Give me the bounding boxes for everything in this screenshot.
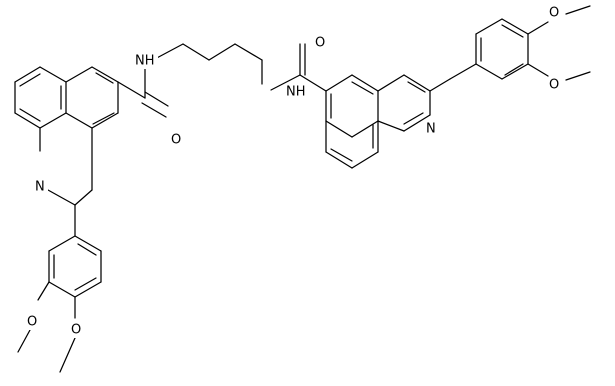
atom-o-methoxy-right-2: O <box>548 77 562 93</box>
left-aryl-connection <box>39 127 93 237</box>
atom-n-quinoline-right: N <box>425 121 439 137</box>
nh-right-label: NH <box>286 85 306 100</box>
o-methoxy-right-2-label: O <box>549 78 559 93</box>
n-quinoline-right-label: N <box>426 122 436 137</box>
right-quinoline-benzo-ring <box>325 120 379 169</box>
right-aryl-connection <box>377 74 451 132</box>
right-amide-group <box>270 43 327 92</box>
atom-o-methoxy-right-1: O <box>548 5 562 21</box>
atom-o-carbonyl-left: O <box>170 132 184 148</box>
o-carbonyl-left-label: O <box>171 133 181 148</box>
atom-nh-left: NH <box>134 53 158 69</box>
atom-o-carbonyl-right: O <box>314 35 328 51</box>
o-methoxy-right-1-label: O <box>549 6 559 21</box>
left-dimethoxyphenyl-ring <box>17 235 102 373</box>
left-quinoline-pyridine-ring <box>65 66 119 129</box>
atom-nh-right: NH <box>284 84 308 100</box>
nh-left-label: NH <box>135 54 155 69</box>
o-methoxy-left-1-label: O <box>27 315 37 330</box>
o-carbonyl-right-label: O <box>315 36 325 51</box>
right-dimethoxyphenyl-ring <box>449 5 591 81</box>
right-quinoline-pyridine-ring <box>325 74 379 138</box>
atom-n-quinoline-left: N <box>34 179 48 195</box>
o-methoxy-left-2-label: O <box>71 323 81 338</box>
atom-o-methoxy-left-2: O <box>70 322 84 338</box>
n-quinoline-left-label: N <box>35 180 45 195</box>
left-amide-group <box>117 66 169 118</box>
atom-o-methoxy-left-1: O <box>26 314 40 330</box>
left-quinoline-benzo-ring <box>14 66 67 129</box>
propyl-linker <box>152 43 263 85</box>
